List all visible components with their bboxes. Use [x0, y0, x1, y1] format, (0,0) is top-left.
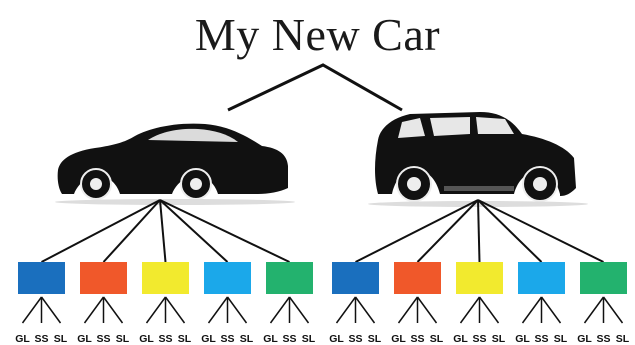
color-swatch	[142, 262, 189, 294]
trim-label: SS	[472, 333, 486, 345]
trim-link	[85, 297, 104, 323]
color-swatch	[518, 262, 565, 294]
trim-link	[228, 297, 247, 323]
trim-label: GL	[263, 333, 278, 345]
trim-label: SS	[534, 333, 548, 345]
trim-link	[604, 297, 623, 323]
trim-label: SL	[492, 333, 506, 345]
trim-label: SS	[282, 333, 296, 345]
color-swatches	[18, 262, 627, 294]
trim-link	[480, 297, 499, 323]
trim-label: SS	[348, 333, 362, 345]
trim-link	[337, 297, 356, 323]
color-swatch	[332, 262, 379, 294]
trim-label: SS	[220, 333, 234, 345]
car-color-link	[160, 200, 166, 262]
trim-link	[166, 297, 185, 323]
color-swatch	[204, 262, 251, 294]
sports-sedan-icon	[55, 124, 295, 205]
trim-label: GL	[329, 333, 344, 345]
car-to-color-connectors	[42, 200, 604, 262]
trim-link	[523, 297, 542, 323]
color-swatch	[394, 262, 441, 294]
trim-link	[418, 297, 437, 323]
trim-label: SL	[430, 333, 444, 345]
trim-label: SL	[616, 333, 630, 345]
car-color-link	[160, 200, 290, 262]
trim-link	[23, 297, 42, 323]
color-swatch	[456, 262, 503, 294]
trim-link	[461, 297, 480, 323]
car-color-link	[418, 200, 479, 262]
trim-link	[271, 297, 290, 323]
trim-link	[585, 297, 604, 323]
color-swatch	[266, 262, 313, 294]
trim-label: SS	[410, 333, 424, 345]
trim-link	[290, 297, 309, 323]
trim-link	[209, 297, 228, 323]
trim-label: SL	[116, 333, 130, 345]
trim-label: SS	[96, 333, 110, 345]
trim-label: GL	[77, 333, 92, 345]
color-to-trim-connectors	[23, 297, 623, 323]
trim-link	[542, 297, 561, 323]
trim-label: SL	[368, 333, 382, 345]
trim-label: GL	[577, 333, 592, 345]
trim-label: GL	[15, 333, 30, 345]
trim-label: GL	[139, 333, 154, 345]
car-color-link	[478, 200, 480, 262]
trim-label: SS	[34, 333, 48, 345]
trim-link	[147, 297, 166, 323]
trim-label: SL	[240, 333, 254, 345]
car-color-link	[104, 200, 161, 262]
suv-icon	[368, 112, 588, 207]
trim-label: SL	[54, 333, 68, 345]
trim-labels: GL SS SL GL SS SL GL SS SL GL SS SL GL SS SL GL SS SL GL SS…	[15, 333, 630, 345]
trim-label: GL	[515, 333, 530, 345]
trim-label: GL	[391, 333, 406, 345]
trim-label: GL	[453, 333, 468, 345]
car-color-link	[42, 200, 161, 262]
trim-label: SL	[554, 333, 568, 345]
color-swatch	[80, 262, 127, 294]
trim-label: SS	[596, 333, 610, 345]
title-connector	[228, 65, 402, 110]
trim-link	[399, 297, 418, 323]
trim-link	[356, 297, 375, 323]
car-color-link	[478, 200, 542, 262]
color-swatch	[18, 262, 65, 294]
car-color-link	[160, 200, 228, 262]
trim-label: SL	[302, 333, 316, 345]
trim-label: SS	[158, 333, 172, 345]
trim-link	[42, 297, 61, 323]
car-color-link	[478, 200, 604, 262]
trim-label: SL	[178, 333, 192, 345]
trim-link	[104, 297, 123, 323]
trim-label: GL	[201, 333, 216, 345]
color-swatch	[580, 262, 627, 294]
car-color-link	[356, 200, 479, 262]
